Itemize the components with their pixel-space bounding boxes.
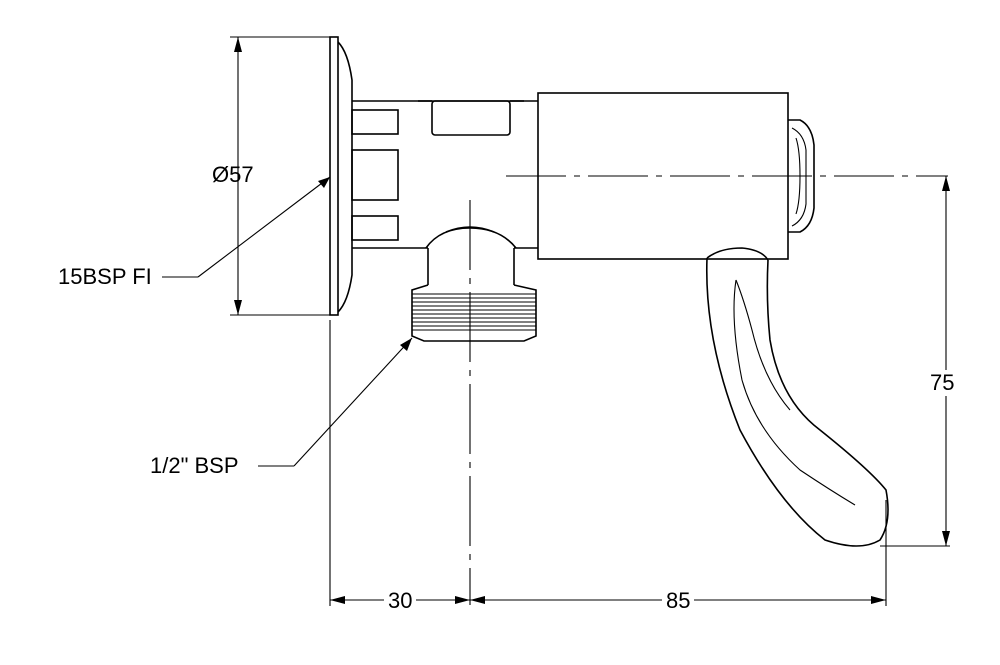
leader-15bsp — [162, 176, 331, 278]
thread-lines — [412, 293, 536, 331]
diameter-label: Ø57 — [212, 162, 254, 187]
offset-dimension-label: 30 — [384, 590, 417, 612]
centerlines — [469, 175, 948, 605]
lever-handle — [705, 247, 889, 547]
outlet-connector — [411, 226, 537, 342]
dim-diameter-57 — [230, 36, 330, 316]
projection-dimension-label: 85 — [662, 590, 695, 612]
wall-flange — [329, 36, 353, 316]
outlet-thread-label: 1/2" BSP — [150, 453, 239, 478]
height-dimension-label: 75 — [928, 370, 957, 396]
leader-half-bsp — [258, 337, 413, 467]
dim-height-75 — [880, 176, 950, 547]
inlet-thread-label: 15BSP FI — [58, 264, 152, 289]
valve-body — [351, 100, 538, 249]
dim-bottom — [329, 320, 887, 606]
